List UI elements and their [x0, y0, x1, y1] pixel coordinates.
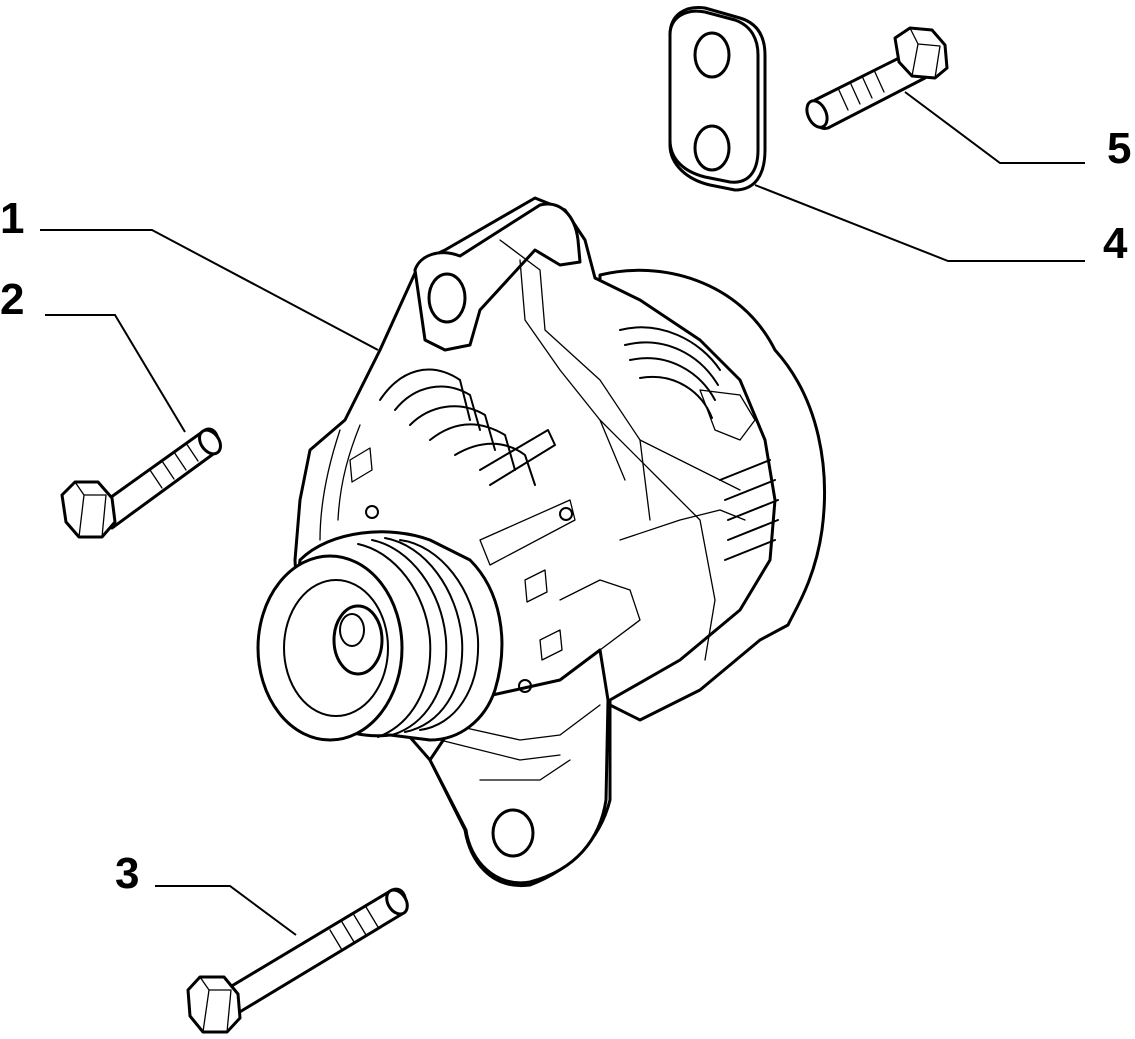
bolt-long-head [186, 975, 242, 1034]
callout-4: 4 [1103, 219, 1128, 268]
leader-line-5 [904, 91, 1085, 164]
bolt-bracket [805, 26, 949, 130]
callout-5: 5 [1107, 124, 1131, 173]
pulley-hub [332, 604, 384, 676]
callout-labels: 1 2 3 4 5 [0, 124, 1131, 898]
bolt-bracket-head [893, 26, 949, 80]
leader-lines [40, 91, 1085, 936]
leader-line-4 [754, 184, 1085, 262]
bolt-short-head [60, 480, 117, 539]
body-details [319, 239, 756, 781]
alternator-assembly [256, 196, 827, 888]
pulley-front-face [256, 554, 404, 742]
callout-1: 1 [0, 194, 24, 243]
alternator-pulley [256, 530, 504, 742]
callout-2: 2 [0, 275, 24, 324]
leader-line-1 [40, 229, 379, 351]
bolt-long-shank [223, 887, 408, 1015]
upper-ear-hole [427, 272, 467, 324]
mounting-link-plate [668, 5, 767, 192]
lower-ear-hole [491, 808, 535, 858]
bolt-short [60, 427, 222, 539]
link-plate-upper-hole [693, 31, 731, 79]
leader-line-2 [45, 314, 186, 433]
callout-3: 3 [115, 849, 139, 898]
leader-line-3 [155, 885, 297, 936]
link-plate-face [668, 9, 760, 184]
link-plate-lower-hole [693, 124, 731, 172]
bolt-long [186, 887, 409, 1034]
